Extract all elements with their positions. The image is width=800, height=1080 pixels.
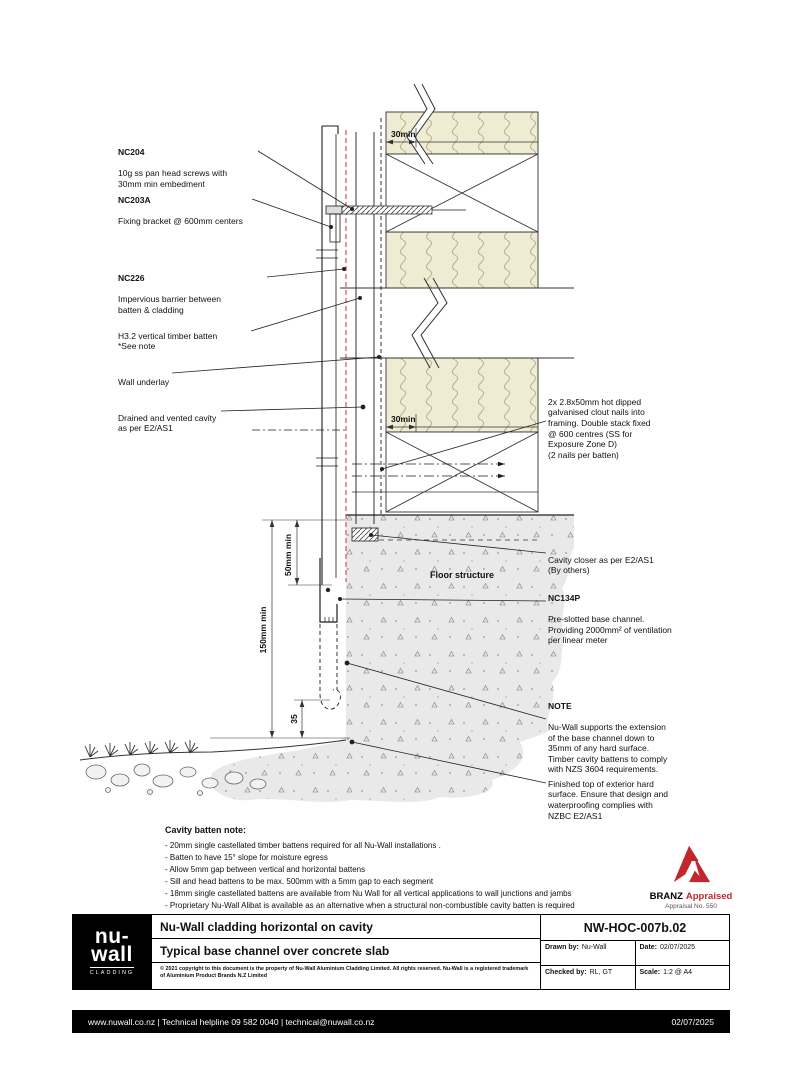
note-item: - Allow 5mm gap between vertical and hor… — [165, 864, 366, 874]
branz-appraisal-number: Appraisal No. 550 — [665, 903, 717, 910]
date-label: Date: — [639, 944, 658, 951]
callout-drained-cavity: Drained and vented cavity as per E2/AS1 — [118, 402, 216, 434]
callout-nc134p-code: NC134P — [548, 592, 581, 603]
drawing-series-title: Nu-Wall cladding horizontal on cavity — [152, 915, 540, 939]
callout-nc134p-text: Pre-slotted base channel. Providing 2000… — [548, 613, 672, 646]
callout-h32-text: H3.2 vertical timber batten *See note — [118, 330, 218, 352]
callout-cavity-text: Drained and vented cavity as per E2/AS1 — [118, 412, 217, 434]
callout-nc226-code: NC226 — [118, 272, 145, 283]
dim-mid-30min: 30min — [391, 414, 416, 424]
footer-contact-text: www.nuwall.co.nz | Technical helpline 09… — [88, 1016, 375, 1027]
callout-nc134p: NC134P Pre-slotted base channel. Providi… — [548, 582, 672, 646]
callout-note: NOTE Nu-Wall supports the extension of t… — [548, 690, 667, 775]
checked-by-value: RL, GT — [589, 968, 613, 976]
callout-wall-underlay: Wall underlay — [118, 366, 169, 387]
footer-date: 02/07/2025 — [671, 1016, 714, 1027]
callout-clout-nails: 2x 2.8x50mm hot dipped galvanised clout … — [548, 386, 651, 460]
footer-bar: www.nuwall.co.nz | Technical helpline 09… — [72, 1010, 730, 1033]
dim-150mm-min: 150mm min — [258, 607, 268, 654]
drawn-by-cell: Drawn by: Nu-Wall — [541, 941, 636, 965]
drawn-date-row: Drawn by: Nu-Wall Date: 02/07/2025 — [541, 941, 729, 966]
scale-label: Scale: — [639, 968, 661, 976]
callout-h32-batten: H3.2 vertical timber batten *See note — [118, 320, 217, 352]
copyright-text: © 2021 copyright to this document is the… — [160, 966, 529, 980]
checked-by-cell: Checked by: RL, GT — [541, 965, 636, 989]
nuwall-logo-bottom: wall — [91, 942, 133, 966]
callout-nc204-code: NC204 — [118, 146, 145, 157]
dim-35: 35 — [289, 714, 299, 724]
nuwall-logo-sub: CLADDING — [89, 967, 135, 976]
dim-top-30min: 30min — [391, 129, 416, 139]
drawn-by-label: Drawn by: — [545, 944, 579, 951]
callout-nc226: NC226 Impervious barrier between batten … — [118, 262, 221, 315]
callout-note-text: Nu-Wall supports the extension of the ba… — [548, 721, 668, 775]
callout-finished-surface: Finished top of exterior hard surface. E… — [548, 768, 668, 821]
callout-surface-text: Finished top of exterior hard surface. E… — [548, 778, 669, 821]
concrete-slab — [210, 514, 574, 802]
callout-nc203a: NC203A Fixing bracket @ 600mm centers — [118, 184, 243, 227]
title-block: nu- wall CLADDING Nu-Wall cladding horiz… — [72, 914, 730, 990]
scale-value: 1:2 @ A4 — [663, 968, 693, 976]
ground-level — [79, 739, 347, 796]
scale-cell: Scale: 1:2 @ A4 — [636, 966, 730, 990]
checked-by-label: Checked by: — [545, 968, 587, 976]
cladding-assembly — [252, 118, 505, 710]
callout-nc203a-code: NC203A — [118, 194, 151, 205]
callout-nc203a-text: Fixing bracket @ 600mm centers — [118, 215, 243, 226]
notes-title: Cavity batten note: — [165, 825, 247, 835]
callout-nc204: NC204 10g ss pan head screws with 30mm m… — [118, 136, 227, 189]
callout-closer-text: Cavity closer as per E2/AS1 (By others) — [548, 554, 654, 576]
callout-nc204-text: 10g ss pan head screws with 30mm min emb… — [118, 167, 228, 189]
floor-structure-label: Floor structure — [430, 570, 495, 580]
note-item: - 18mm single castellated battens are av… — [165, 888, 572, 898]
stones — [85, 763, 267, 796]
drawing-title: Typical base channel over concrete slab — [152, 939, 540, 963]
nuwall-logo-top: nu- — [94, 924, 130, 948]
dimension-lines — [210, 128, 538, 739]
callout-note-code: NOTE — [548, 700, 572, 711]
note-item: - Batten to have 15° slope for moisture … — [165, 852, 328, 862]
callout-underlay-text: Wall underlay — [118, 376, 170, 387]
wall-framing — [340, 111, 574, 541]
checked-scale-row: Checked by: RL, GT Scale: 1:2 @ A4 — [541, 965, 730, 990]
callout-nails-text: 2x 2.8x50mm hot dipped galvanised clout … — [548, 396, 651, 460]
title-block-right: NW-HOC-007b.02 Drawn by: Nu-Wall Date: 0… — [541, 915, 729, 989]
branz-name: BRANZ — [649, 891, 683, 902]
nuwall-logo: nu- wall CLADDING — [73, 915, 151, 989]
drawn-by-value: Nu-Wall — [581, 944, 607, 951]
grass-tufts — [84, 740, 199, 758]
title-block-middle: Nu-Wall cladding horizontal on cavity Ty… — [151, 915, 541, 989]
date-cell: Date: 02/07/2025 — [636, 941, 730, 965]
callout-nc226-text: Impervious barrier between batten & clad… — [118, 293, 221, 315]
dim-50mm-min: 50mm min — [283, 534, 293, 576]
note-item: - 20mm single castellated timber battens… — [165, 840, 441, 850]
document-number: NW-HOC-007b.02 — [541, 915, 729, 941]
callout-cavity-closer: Cavity closer as per E2/AS1 (By others) — [548, 544, 654, 576]
date-value: 02/07/2025 — [660, 944, 696, 951]
leader-lines — [171, 150, 547, 784]
branz-logo-icon — [673, 845, 711, 883]
cavity-batten-notes: Cavity batten note: - 20mm single castel… — [165, 824, 725, 912]
branz-appraised-text: Appraised — [685, 891, 733, 902]
break-marks — [406, 83, 448, 369]
note-item: - Sill and head battens to be max. 500mm… — [165, 876, 434, 886]
note-item: - Proprietary Nu-Wall Alibat is availabl… — [165, 900, 575, 910]
